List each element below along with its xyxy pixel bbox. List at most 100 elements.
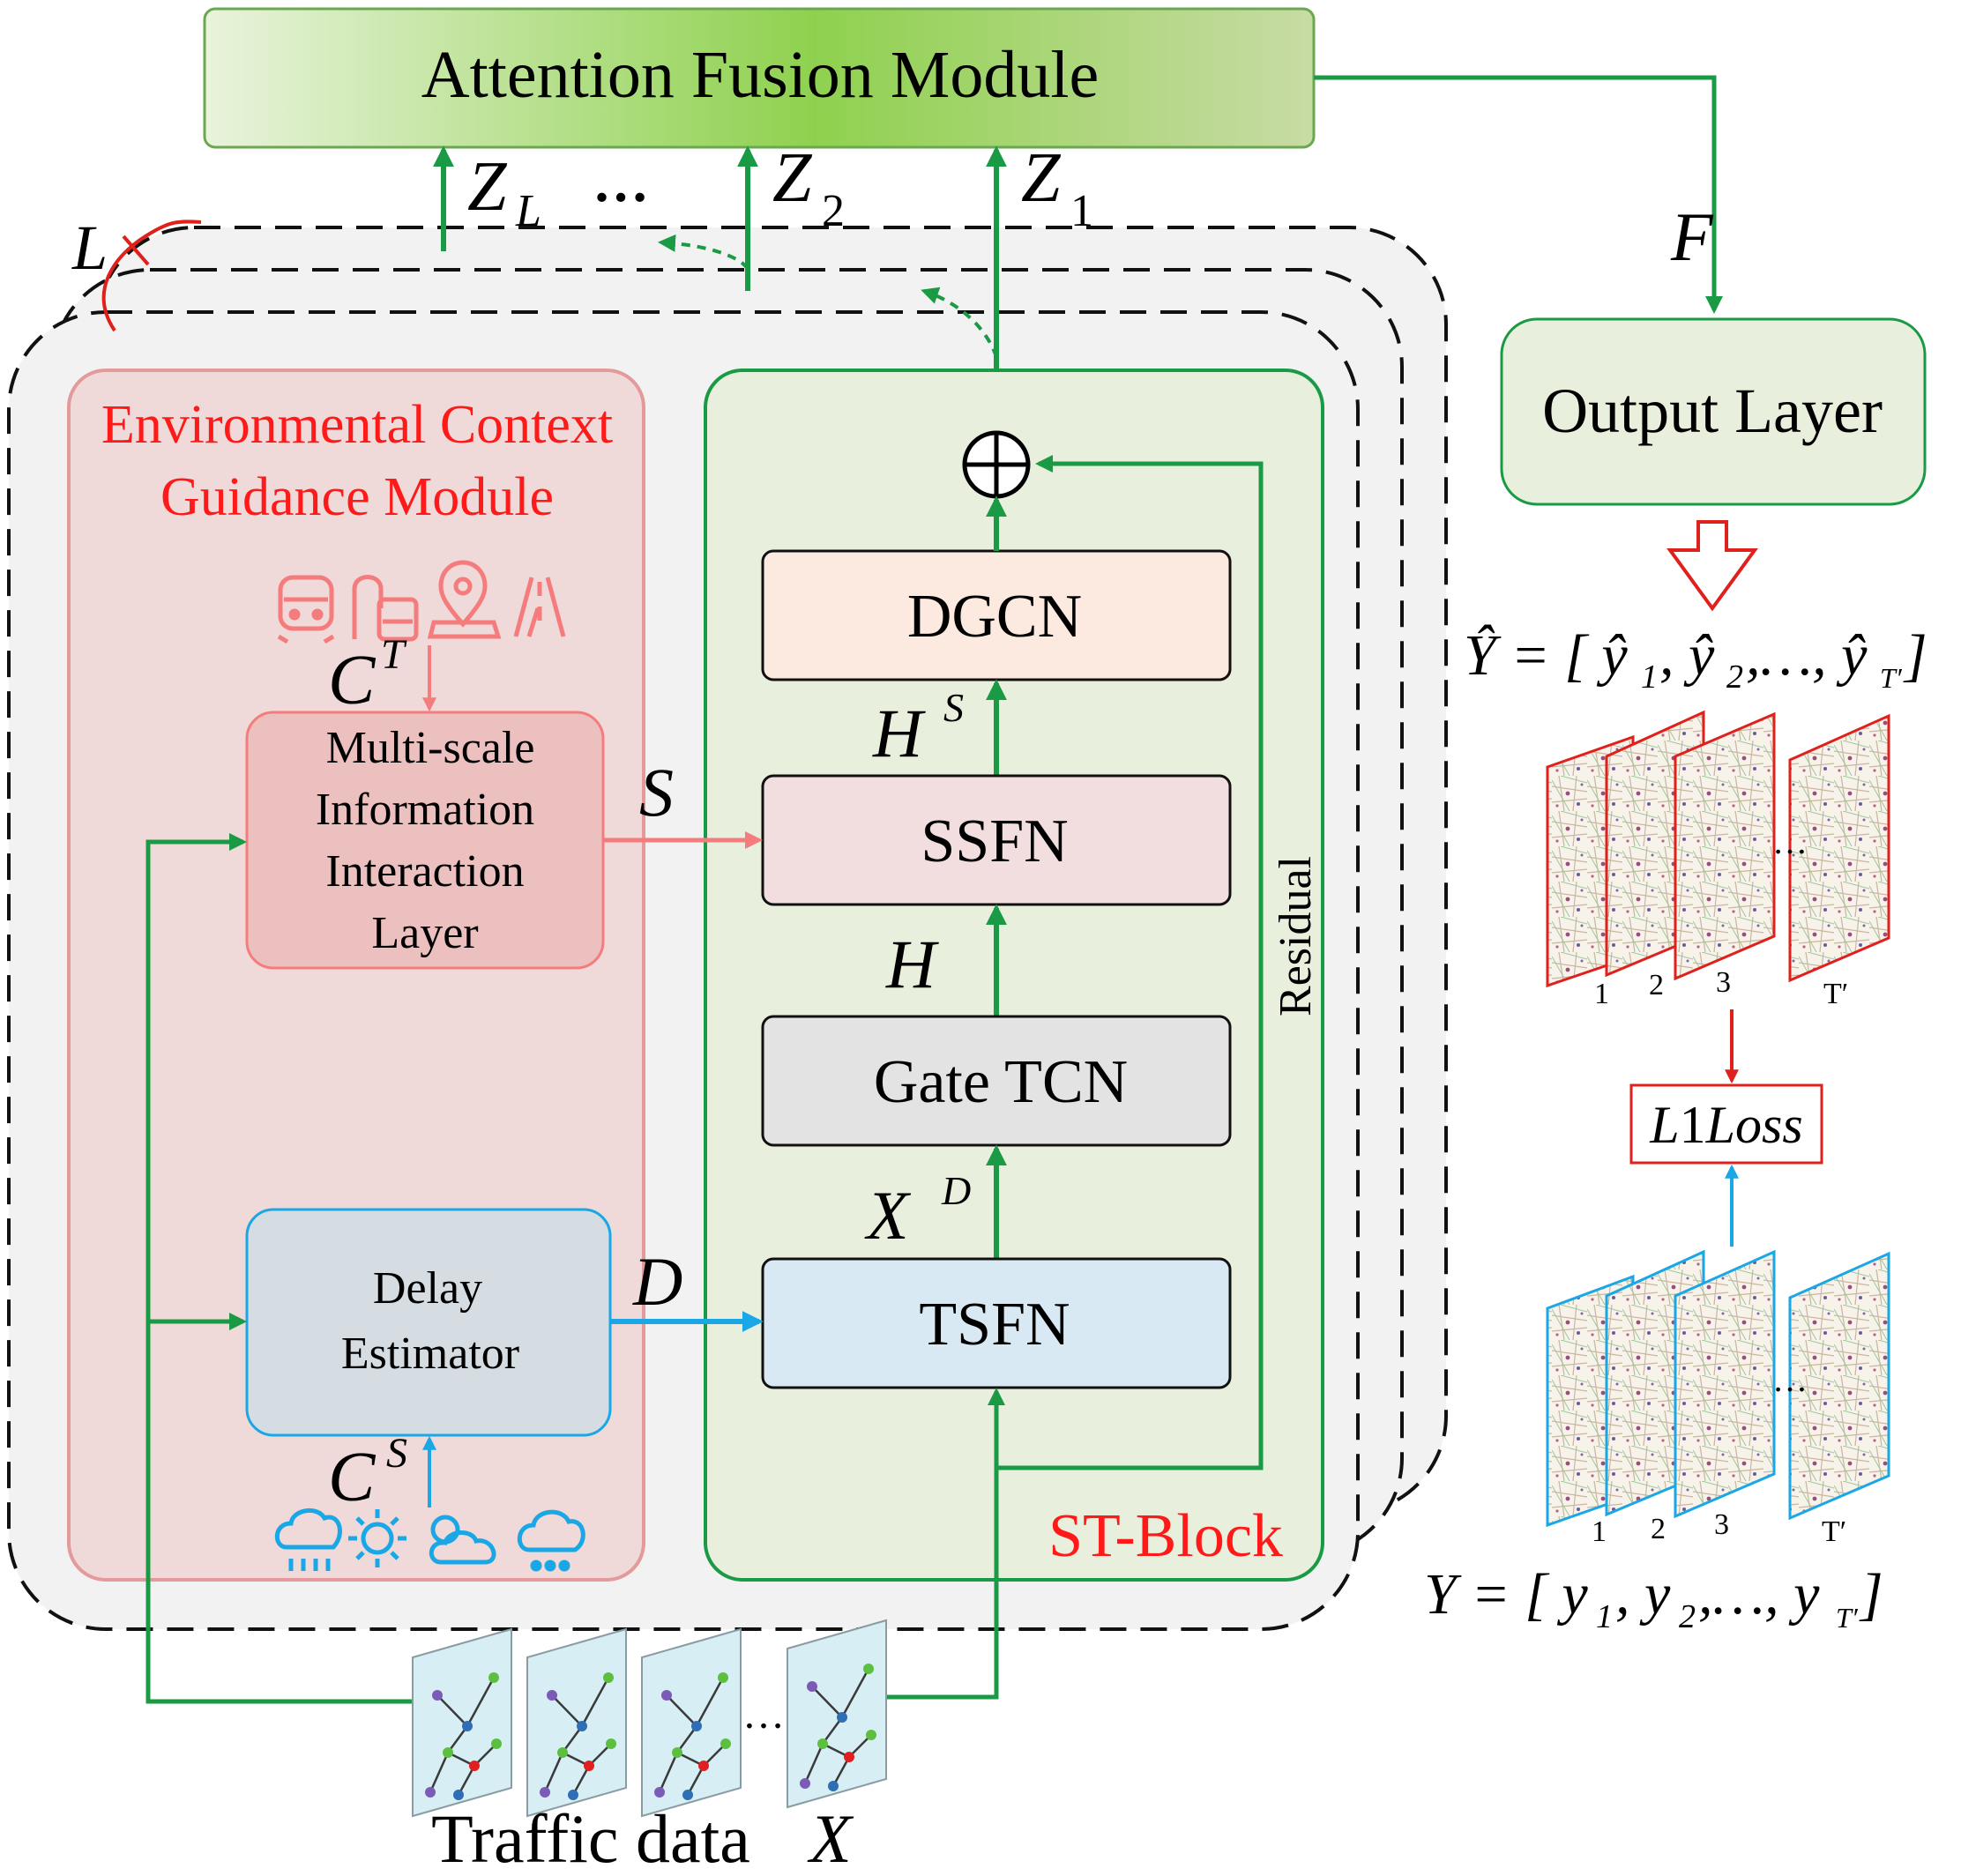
predicted-maps: … 1 2 3 T′ bbox=[1546, 710, 1890, 1010]
graph-ellipsis: … bbox=[742, 1691, 785, 1738]
attention-fusion-label: Attention Fusion Module bbox=[421, 38, 1099, 112]
dgcn-block: DGCN bbox=[761, 549, 1232, 681]
traffic-graph-4 bbox=[787, 1619, 887, 1809]
y-hat-part4: ] bbox=[1903, 623, 1927, 688]
y-part4: ] bbox=[1859, 1562, 1883, 1627]
z1-subscript: 1 bbox=[1070, 186, 1093, 236]
pred-map-4 bbox=[1788, 713, 1890, 983]
x-input-label: X bbox=[807, 1800, 854, 1876]
weather-icons bbox=[274, 1508, 585, 1572]
output-layer: Output Layer bbox=[1500, 317, 1927, 506]
train-icon bbox=[277, 575, 335, 644]
pred-frame-2: 2 bbox=[1649, 969, 1664, 1001]
z-labels: Z L … Z 2 Z 1 bbox=[467, 139, 1093, 236]
y-sub1: 1 bbox=[1596, 1598, 1613, 1635]
x-d-superscript: D bbox=[941, 1168, 971, 1213]
tsfn-label: TSFN bbox=[919, 1291, 1070, 1359]
pred-map-3 bbox=[1674, 711, 1776, 981]
ssfn-block: SSFN bbox=[761, 774, 1232, 906]
x-d-label: X bbox=[864, 1177, 912, 1254]
y-part2: , y bbox=[1615, 1562, 1671, 1627]
multiscale-line3: Interaction bbox=[325, 846, 524, 897]
l-label: L bbox=[71, 212, 108, 283]
delay-estimator: Delay Estimator bbox=[245, 1208, 612, 1437]
pred-frame-3: 3 bbox=[1716, 966, 1731, 999]
road-icon bbox=[513, 577, 566, 637]
truth-frame-3: 3 bbox=[1714, 1508, 1729, 1541]
z1-label: Z bbox=[1021, 139, 1062, 217]
output-layer-label: Output Layer bbox=[1542, 376, 1883, 446]
location-pin-icon bbox=[427, 560, 502, 639]
c-t-label: C bbox=[328, 642, 377, 719]
y-hat-part1: Ŷ = [ ŷ bbox=[1464, 623, 1628, 688]
pred-map-ellipsis: … bbox=[1772, 822, 1808, 861]
truth-map-4 bbox=[1788, 1251, 1890, 1521]
tsfn-block: TSFN bbox=[761, 1257, 1232, 1389]
ecg-title-line2: Guidance Module bbox=[160, 467, 554, 527]
residual-path bbox=[996, 455, 1264, 1470]
pred-frame-1: 1 bbox=[1594, 978, 1609, 1010]
y-hat-part2: , ŷ bbox=[1659, 623, 1715, 688]
z-ellipsis: … bbox=[593, 151, 649, 213]
truth-map-ellipsis: … bbox=[1772, 1359, 1808, 1399]
traffic-input-left-line bbox=[145, 833, 414, 1704]
y-hat-sub1: 1 bbox=[1641, 659, 1658, 696]
gate-tcn-label: Gate TCN bbox=[874, 1048, 1128, 1116]
snow-cloud-icon bbox=[517, 1509, 585, 1572]
y-hat-sub3: T′ bbox=[1880, 662, 1903, 694]
truth-map-3 bbox=[1674, 1249, 1776, 1519]
brace-tick bbox=[122, 234, 150, 266]
s-label: S bbox=[639, 754, 674, 830]
f-label: F bbox=[1670, 198, 1714, 275]
zl-subscript: L bbox=[515, 186, 541, 236]
dgcn-label: DGCN bbox=[907, 583, 1082, 651]
multiscale-interaction-layer: Multi-scale Information Interaction Laye… bbox=[245, 711, 605, 970]
traffic-graph-2 bbox=[526, 1627, 627, 1818]
fusion-to-output-line bbox=[1314, 75, 1723, 314]
y-sub2: 2 bbox=[1679, 1598, 1696, 1635]
y-hat-sub2: 2 bbox=[1726, 659, 1743, 696]
attention-fusion-module: Attention Fusion Module bbox=[203, 7, 1316, 149]
pred-frame-4: T′ bbox=[1823, 978, 1848, 1010]
y-part3: ,…, y bbox=[1698, 1562, 1820, 1627]
stack-dotted-arrow-2 bbox=[658, 234, 749, 271]
d-label: D bbox=[632, 1243, 682, 1320]
h-s-label: H bbox=[872, 695, 926, 771]
c-s-superscript: S bbox=[386, 1430, 407, 1477]
bus-stop-icon bbox=[352, 575, 419, 642]
traffic-graph-1 bbox=[412, 1627, 512, 1818]
ssfn-label: SSFN bbox=[921, 808, 1068, 875]
delay-line2: Estimator bbox=[341, 1329, 519, 1379]
y-equation: Y = [ y 1 , y 2 ,…, y T′ ] bbox=[1424, 1562, 1883, 1635]
loss-word: Loss bbox=[1705, 1096, 1803, 1154]
c-s-label: C bbox=[328, 1439, 377, 1516]
truth-frame-4: T′ bbox=[1822, 1515, 1846, 1548]
zl-label: Z bbox=[467, 148, 508, 226]
traffic-graph-frames: … bbox=[412, 1619, 887, 1818]
h-s-superscript: S bbox=[943, 685, 964, 730]
l1-loss-box: L1Loss bbox=[1629, 1083, 1823, 1165]
multiscale-line1: Multi-scale bbox=[326, 723, 535, 773]
c-t-superscript: T bbox=[381, 631, 407, 678]
y-part1: Y = [ y bbox=[1424, 1562, 1588, 1627]
z2-subscript: 2 bbox=[822, 186, 845, 236]
y-hat-equation: Ŷ = [ ŷ 1 , ŷ 2 ,…, ŷ T′ ] bbox=[1464, 623, 1927, 696]
delay-line1: Delay bbox=[373, 1263, 482, 1314]
y-hat-part3: ,…, ŷ bbox=[1746, 623, 1868, 688]
traffic-data-label: Traffic data bbox=[431, 1800, 750, 1876]
ecg-title-line1: Environmental Context bbox=[101, 395, 613, 455]
y-sub3: T′ bbox=[1836, 1602, 1859, 1634]
sun-icon bbox=[348, 1509, 406, 1567]
add-node bbox=[962, 430, 1031, 499]
transport-icons bbox=[277, 560, 566, 644]
traffic-input-right-line bbox=[886, 1388, 1005, 1700]
multiscale-line2: Information bbox=[316, 785, 534, 835]
ground-truth-maps: … 1 2 3 T′ bbox=[1546, 1249, 1890, 1548]
multiscale-line4: Layer bbox=[371, 908, 478, 958]
h-label: H bbox=[885, 926, 939, 1002]
z2-label: Z bbox=[772, 139, 813, 217]
truth-frame-2: 2 bbox=[1651, 1513, 1666, 1545]
loss-l: L bbox=[1649, 1096, 1679, 1154]
l1-loss-label: L1Loss bbox=[1649, 1096, 1802, 1154]
